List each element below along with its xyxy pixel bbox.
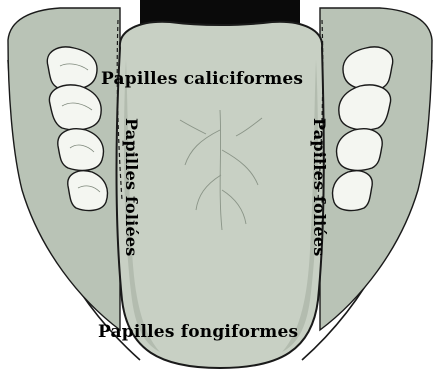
label-papilles-foliees-right: Papilles foliées <box>310 118 329 256</box>
label-papilles-caliciformes: Papilles caliciformes <box>101 69 303 89</box>
label-papilles-foliees-left: Papilles foliées <box>122 118 141 256</box>
label-papilles-fongiformes: Papilles fongiformes <box>98 322 298 342</box>
